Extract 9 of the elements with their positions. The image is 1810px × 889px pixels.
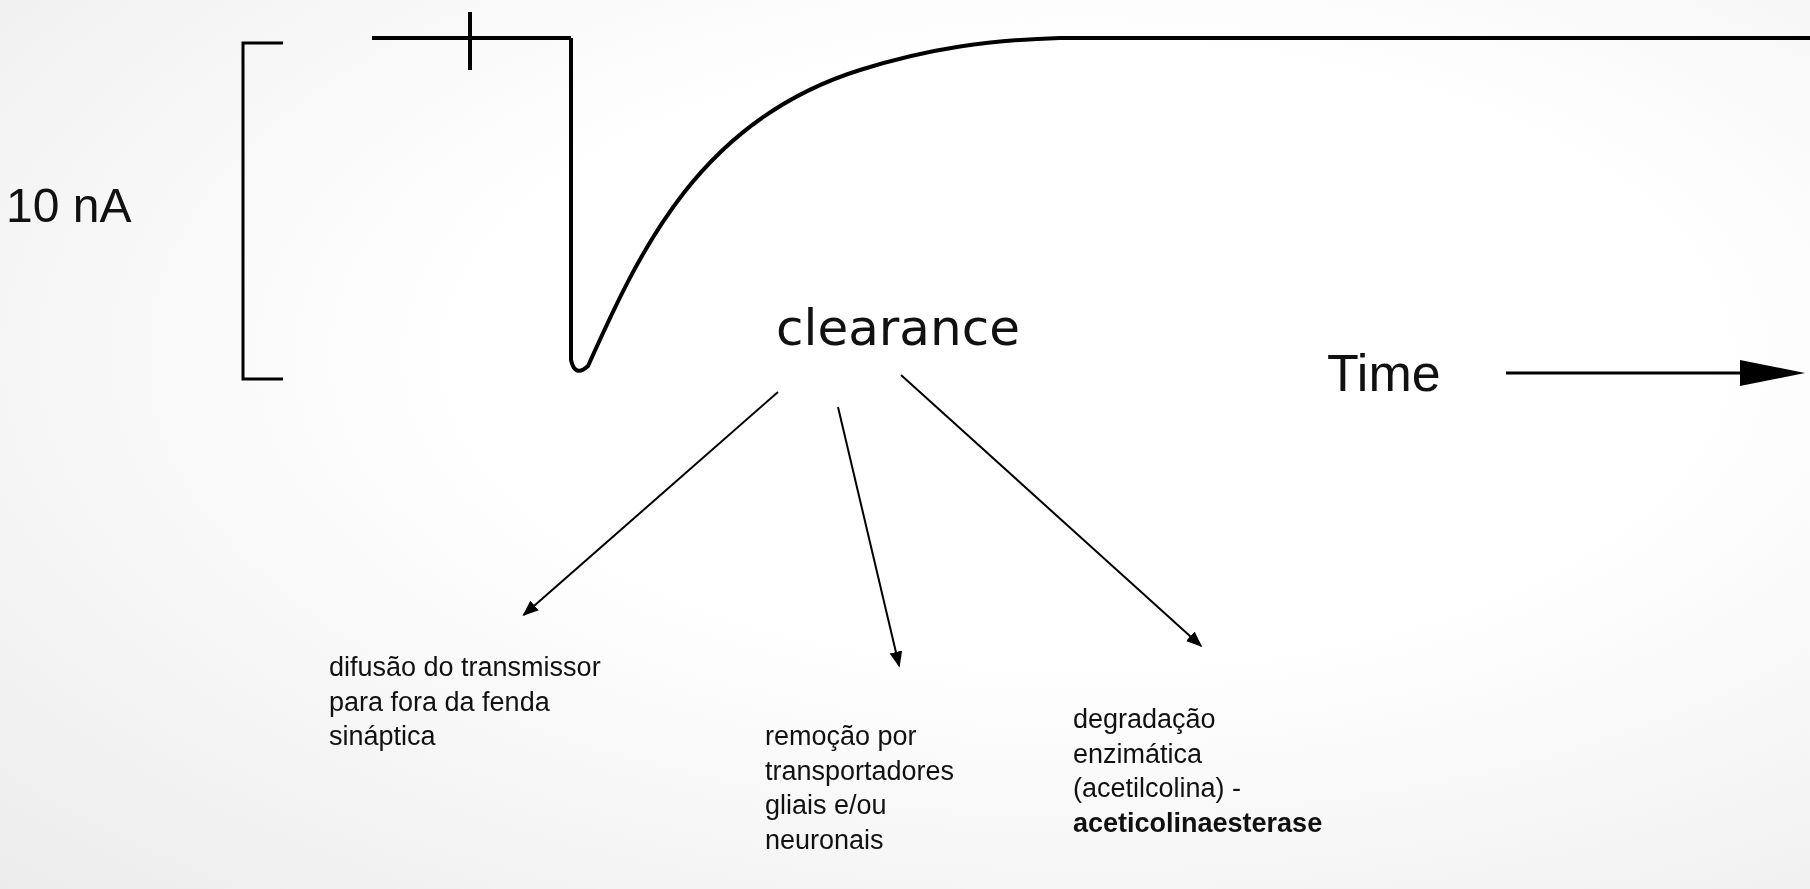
term-text: clearance: [748, 296, 1048, 360]
process-text: degradação enzimática (acetilcolina) - aceticolinaesterase: [1073, 702, 1329, 841]
arrow: [837, 406, 903, 668]
axis-label: Time: [1327, 343, 1441, 403]
arrow: [900, 374, 1203, 648]
scale-value-label: 10 nA: [6, 178, 132, 233]
arrow: [522, 391, 779, 617]
process-text: remoção por transportadores gliais e/ou neuronais: [765, 719, 985, 858]
process-text: difusão do transmissor para fora da fenda sináptica: [329, 650, 659, 754]
